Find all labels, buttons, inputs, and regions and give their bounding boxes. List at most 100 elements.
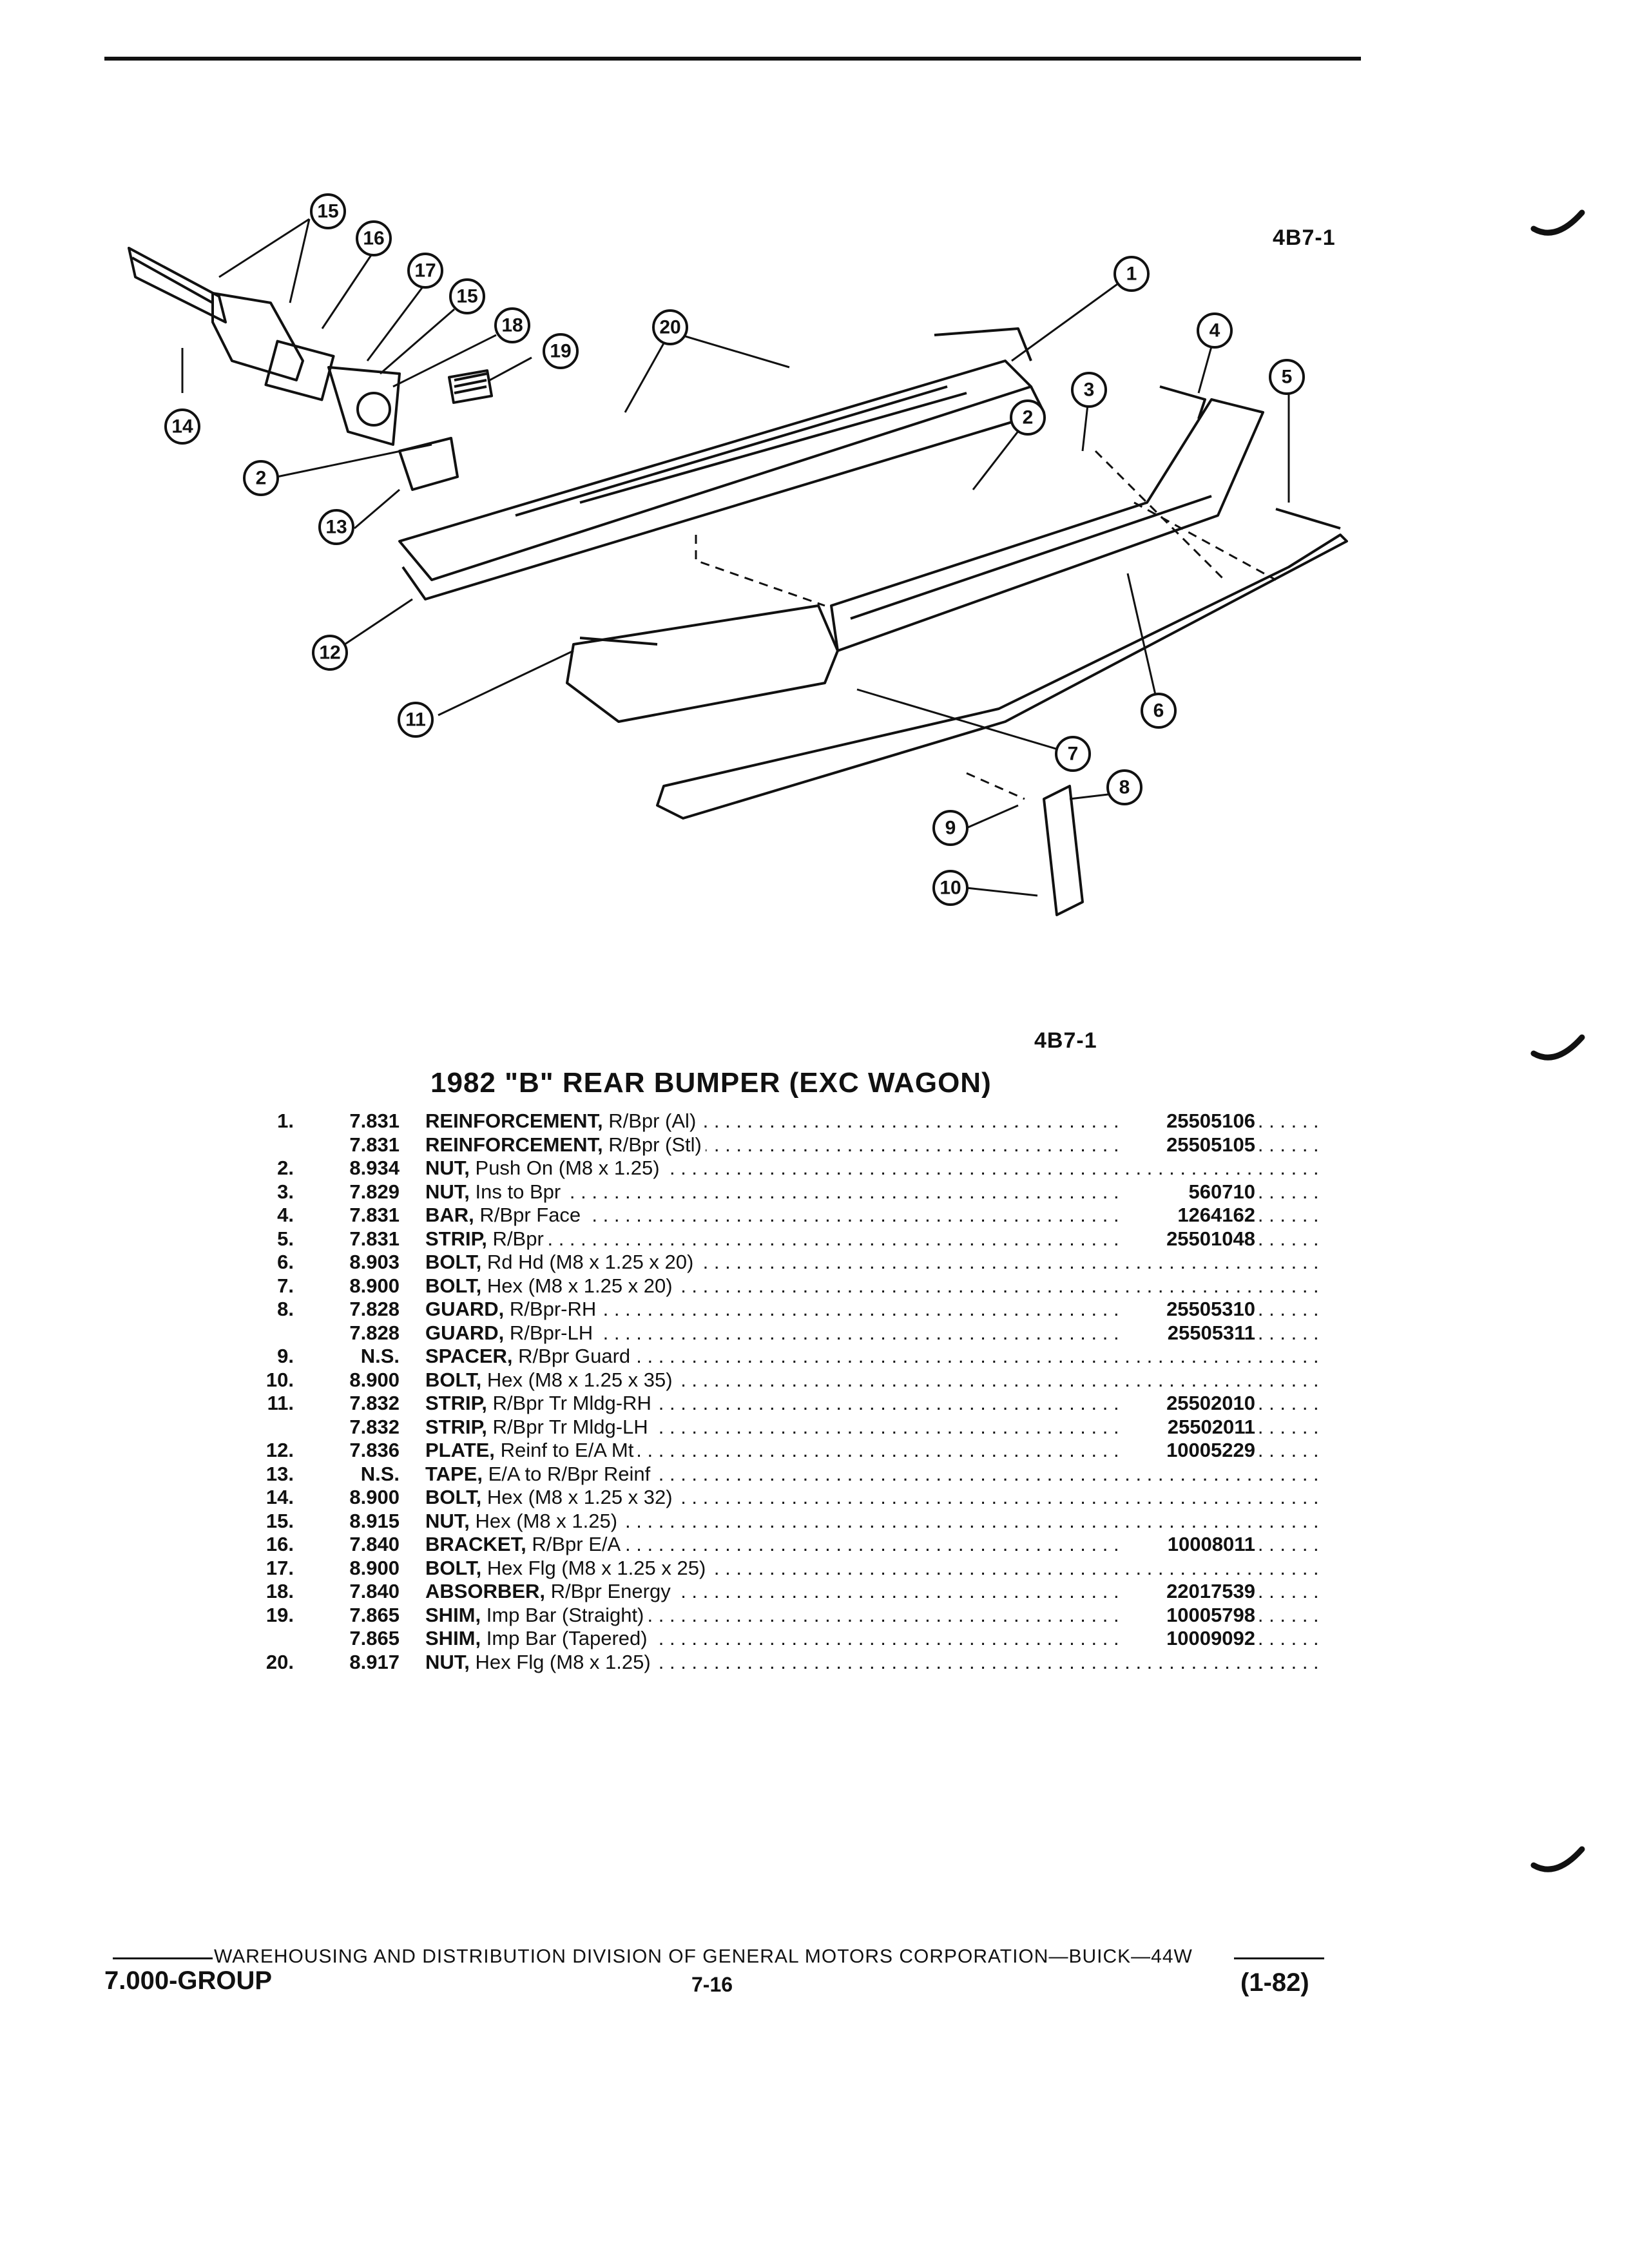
parts-row: 6.8.903. . . . . . . . . . . . . . . . .… <box>245 1251 1321 1274</box>
parts-row: 8.7.828. . . . . . . . . . . . . . . . .… <box>245 1298 1321 1321</box>
part-description: BRACKET, R/Bpr E/A <box>425 1533 625 1557</box>
callout-6: 6 <box>1141 693 1177 729</box>
part-description: BOLT, Hex Flg (M8 x 1.25 x 25) <box>425 1556 710 1580</box>
callout-11: 11 <box>398 702 434 738</box>
group-number: 7.829 <box>349 1180 400 1203</box>
callout-16: 16 <box>356 220 392 256</box>
item-number: 3. <box>277 1180 294 1203</box>
part-description: BAR, R/Bpr Face <box>425 1204 585 1227</box>
svg-text:3: 3 <box>1084 380 1095 401</box>
item-number: 18. <box>265 1580 294 1602</box>
part-name: TAPE, <box>425 1462 483 1485</box>
part-description: STRIP, R/Bpr Tr Mldg-LH <box>425 1415 652 1439</box>
footer-rule-left <box>113 1957 213 1959</box>
item-number: 20. <box>265 1650 294 1673</box>
callout-15b: 15 <box>449 278 485 314</box>
svg-text:20: 20 <box>659 317 680 338</box>
item-number: 17. <box>265 1556 294 1579</box>
part-detail: Imp Bar (Tapered) <box>486 1627 648 1649</box>
item-number: 11. <box>267 1392 294 1414</box>
figure-code-bottom: 4B7-1 <box>1034 1028 1097 1053</box>
part-detail: E/A to R/Bpr Reinf <box>488 1462 651 1485</box>
part-description: BOLT, Hex (M8 x 1.25 x 35) <box>425 1368 677 1392</box>
part-description: ABSORBER, R/Bpr Energy <box>425 1580 675 1604</box>
part-description: STRIP, R/Bpr <box>425 1227 548 1251</box>
part-number: 25505105 <box>1126 1133 1255 1157</box>
group-number: 7.865 <box>349 1603 400 1626</box>
part-name: GUARD, <box>425 1298 505 1320</box>
part-name: STRIP, <box>425 1392 487 1414</box>
svg-text:7: 7 <box>1068 744 1079 765</box>
parts-row: 14.8.900. . . . . . . . . . . . . . . . … <box>245 1486 1321 1510</box>
callout-17: 17 <box>407 253 443 289</box>
parts-list: 1.7.831. . . . . . . . . . . . . . . . .… <box>245 1110 1321 1674</box>
group-number: 8.900 <box>349 1274 400 1297</box>
part-name: NUT, <box>425 1157 470 1179</box>
group-number: N.S. <box>360 1345 400 1367</box>
item-number: 2. <box>277 1157 294 1179</box>
callout-20: 20 <box>652 309 688 345</box>
part-number: 1264162 <box>1126 1204 1255 1227</box>
part-description: BOLT, Hex (M8 x 1.25 x 20) <box>425 1274 677 1298</box>
figure-code-top: 4B7-1 <box>1273 226 1336 250</box>
svg-text:14: 14 <box>171 416 193 437</box>
part-detail: Hex (M8 x 1.25 x 20) <box>487 1274 673 1297</box>
item-number: 7. <box>277 1274 294 1297</box>
part-name: BOLT, <box>425 1368 482 1391</box>
part-detail: R/Bpr-LH <box>509 1321 593 1344</box>
svg-text:4: 4 <box>1210 320 1220 341</box>
part-name: NUT, <box>425 1509 470 1532</box>
svg-text:2: 2 <box>1023 407 1034 428</box>
group-number: 7.832 <box>349 1392 400 1414</box>
parts-row: 18.7.840. . . . . . . . . . . . . . . . … <box>245 1580 1321 1604</box>
part-name: ABSORBER, <box>425 1580 546 1602</box>
footer-date: (1-82) <box>1240 1968 1309 1997</box>
parts-row: 4.7.831. . . . . . . . . . . . . . . . .… <box>245 1204 1321 1227</box>
part-name: NUT, <box>425 1180 470 1203</box>
part-number: 10009092 <box>1126 1627 1255 1651</box>
svg-text:18: 18 <box>501 315 523 336</box>
part-detail: Hex (M8 x 1.25) <box>475 1509 618 1532</box>
part-detail: Hex (M8 x 1.25 x 32) <box>487 1486 673 1508</box>
part-description: NUT, Hex Flg (M8 x 1.25) <box>425 1650 655 1674</box>
part-number: 10005229 <box>1126 1439 1255 1463</box>
callout-15a: 15 <box>310 193 346 229</box>
svg-text:1: 1 <box>1126 264 1137 285</box>
group-number: 8.934 <box>349 1157 400 1179</box>
part-description: PLATE, Reinf to E/A Mt <box>425 1439 638 1463</box>
group-number: 7.832 <box>349 1415 400 1438</box>
part-number: 22017539 <box>1126 1580 1255 1604</box>
check-mark-icon <box>1530 209 1585 236</box>
part-number: 25505106 <box>1126 1110 1255 1133</box>
svg-text:11: 11 <box>405 709 426 731</box>
part-detail: R/Bpr E/A <box>532 1533 621 1555</box>
group-number: 8.900 <box>349 1486 400 1508</box>
part-number: 560710 <box>1126 1180 1255 1204</box>
part-detail: Reinf to E/A Mt <box>500 1439 634 1461</box>
group-number: 7.840 <box>349 1580 400 1602</box>
callout-9: 9 <box>932 810 969 846</box>
part-name: REINFORCEMENT, <box>425 1110 603 1132</box>
footer-page-number: 7-16 <box>691 1973 733 1996</box>
part-detail: Rd Hd (M8 x 1.25 x 20) <box>487 1251 694 1273</box>
group-number: 7.828 <box>349 1321 400 1344</box>
part-detail: R/Bpr Tr Mldg-RH <box>492 1392 651 1414</box>
svg-text:19: 19 <box>550 341 571 362</box>
parts-row: 16.7.840. . . . . . . . . . . . . . . . … <box>245 1533 1321 1557</box>
svg-text:12: 12 <box>319 642 340 664</box>
svg-text:15: 15 <box>456 286 477 307</box>
group-number: 7.831 <box>349 1133 400 1156</box>
callout-7: 7 <box>1055 736 1091 772</box>
item-number: 9. <box>277 1345 294 1367</box>
part-number: 25502010 <box>1126 1392 1255 1416</box>
callout-4: 4 <box>1197 312 1233 349</box>
part-name: BAR, <box>425 1204 474 1226</box>
footer-rule-right <box>1234 1957 1324 1959</box>
exploded-diagram: 15 16 17 15 18 19 14 2 13 12 20 1 4 5 3 … <box>128 193 1348 916</box>
group-number: 7.836 <box>349 1439 400 1461</box>
callout-2b: 2 <box>1010 399 1046 436</box>
callout-18: 18 <box>494 307 530 343</box>
part-number: 25505310 <box>1126 1298 1255 1321</box>
part-detail: Hex Flg (M8 x 1.25 x 25) <box>487 1556 706 1579</box>
callout-3: 3 <box>1071 372 1107 408</box>
